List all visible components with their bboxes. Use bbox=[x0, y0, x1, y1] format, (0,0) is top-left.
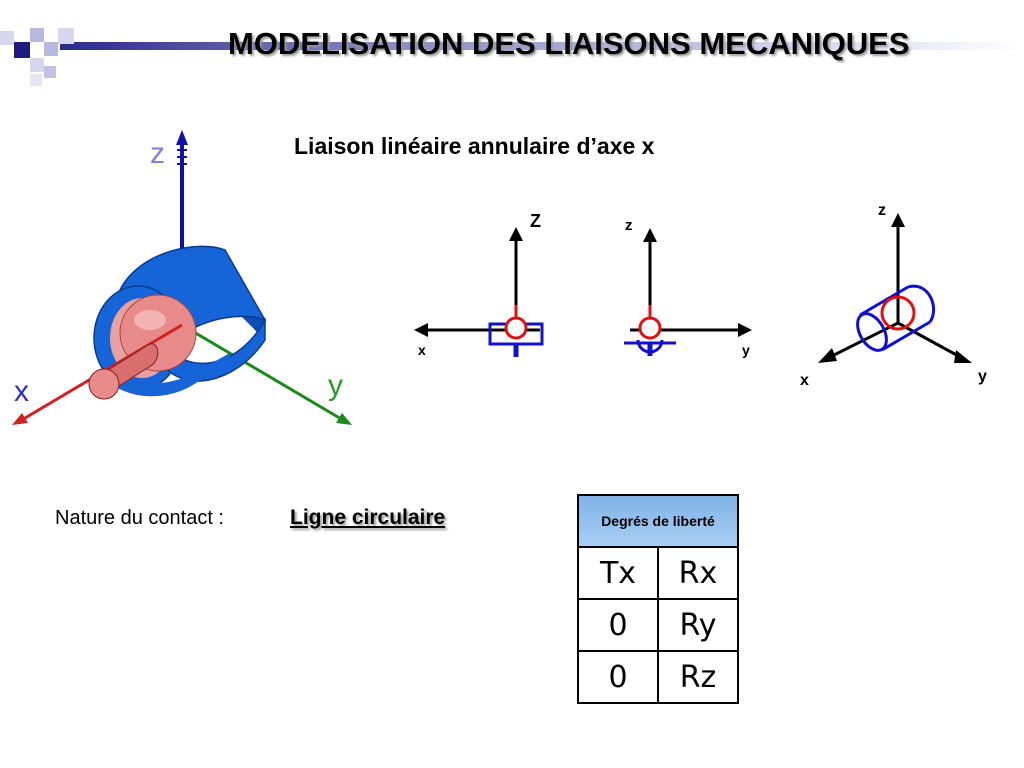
axis-x-label-3d: x bbox=[14, 375, 29, 408]
front-axis-x-label: x bbox=[418, 342, 426, 358]
slide-title: MODELISATION DES LIAISONS MECANIQUES bbox=[228, 26, 910, 61]
side-axis-y-label: y bbox=[742, 342, 750, 358]
dof-row: 0 Rz bbox=[577, 650, 740, 704]
axis-z-label-3d: z bbox=[150, 137, 165, 170]
dof-row: 0 Ry bbox=[577, 598, 740, 652]
dof-cell-ry: Ry bbox=[656, 598, 740, 652]
slide-subtitle: Liaison linéaire annulaire d’axe x bbox=[294, 133, 655, 159]
axis-y-label-3d: y bbox=[328, 369, 343, 402]
dof-row: Tx Rx bbox=[577, 546, 740, 600]
schema-iso-view: z x y bbox=[800, 202, 987, 389]
contact-nature-value: Ligne circulaire bbox=[290, 506, 446, 529]
dof-table: Degrés de liberté Tx Rx 0 Ry 0 Rz bbox=[577, 494, 740, 704]
dof-cell-tz: 0 bbox=[577, 650, 659, 704]
dof-cell-rx: Rx bbox=[656, 546, 740, 600]
iso-axis-x-label: x bbox=[800, 372, 809, 389]
header-band bbox=[0, 28, 1024, 86]
iso-axis-z-label: z bbox=[878, 202, 886, 219]
joint-3d-illustration: z y x bbox=[12, 130, 352, 425]
dof-header-row: Degrés de liberté bbox=[577, 494, 739, 548]
dof-header: Degrés de liberté bbox=[577, 494, 739, 548]
front-axis-z-label: Z bbox=[530, 211, 541, 231]
checker-logo bbox=[0, 28, 74, 86]
side-axis-z-label: z bbox=[625, 217, 633, 234]
contact-nature-label: Nature du contact : bbox=[55, 507, 224, 529]
dof-cell-rz: Rz bbox=[656, 650, 740, 704]
schema-front-view: Z x bbox=[414, 211, 544, 358]
iso-axis-y-label: y bbox=[978, 368, 987, 385]
dof-cell-tx: Tx bbox=[577, 546, 659, 600]
schema-side-view: z y bbox=[624, 217, 752, 358]
dof-cell-ty: 0 bbox=[577, 598, 659, 652]
